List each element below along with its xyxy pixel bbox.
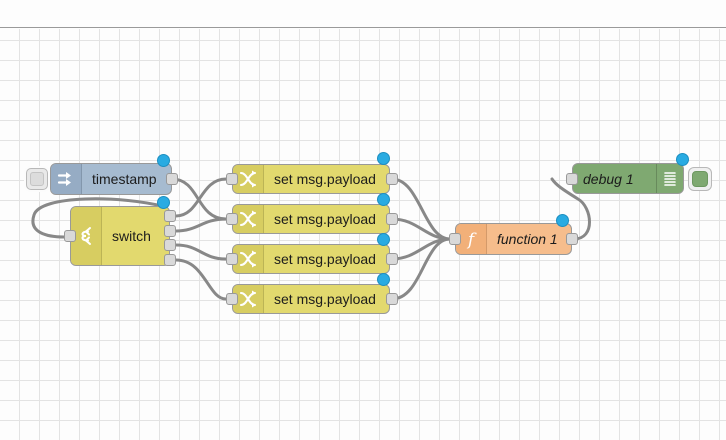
wire-change1-to-function xyxy=(390,177,452,241)
debug-toggle-button-inner xyxy=(692,171,708,187)
inject-trigger-button-inner xyxy=(30,172,44,186)
switch-output-port-1[interactable] xyxy=(164,210,176,222)
node-function-1[interactable]: f function 1 xyxy=(455,223,572,255)
change-1-input-port[interactable] xyxy=(226,173,238,185)
debug-toggle-button[interactable] xyxy=(688,167,712,191)
node-function-1-label: function 1 xyxy=(497,231,558,247)
change-3-status-dot xyxy=(377,233,390,246)
function-input-port[interactable] xyxy=(449,233,461,245)
svg-text:f: f xyxy=(466,230,477,249)
node-change-1[interactable]: set msg.payload xyxy=(232,164,390,194)
flow-canvas[interactable]: timestamp switch xyxy=(0,29,726,440)
wire-change2-to-function xyxy=(390,217,452,241)
node-change-2[interactable]: set msg.payload xyxy=(232,204,390,234)
node-switch-label: switch xyxy=(112,228,151,244)
switch-output-port-3[interactable] xyxy=(164,239,176,251)
inject-arrow-icon xyxy=(51,164,82,194)
debug-input-port[interactable] xyxy=(566,173,578,185)
node-debug-1[interactable]: debug 1 xyxy=(572,163,684,194)
function-status-dot xyxy=(556,214,569,227)
node-inject-timestamp[interactable]: timestamp xyxy=(50,163,172,195)
node-change-1-label: set msg.payload xyxy=(274,171,376,187)
wire-switch3-to-change-3 xyxy=(174,243,228,261)
wire-switch1-to-change-1 xyxy=(174,177,228,218)
switch-output-port-4[interactable] xyxy=(164,254,176,266)
editor-header-strip xyxy=(0,0,726,28)
change-4-output-port[interactable] xyxy=(386,293,398,305)
wire-switch4-to-change-4 xyxy=(174,258,228,301)
wire-switch2-to-change-2 xyxy=(174,217,228,233)
wire-timestamp-to-change-2 xyxy=(170,177,228,221)
change-3-output-port[interactable] xyxy=(386,253,398,265)
change-4-input-port[interactable] xyxy=(226,293,238,305)
wire-change3-to-function xyxy=(390,237,452,261)
node-change-3-label: set msg.payload xyxy=(274,251,376,267)
change-3-input-port[interactable] xyxy=(226,253,238,265)
change-2-input-port[interactable] xyxy=(226,213,238,225)
function-f-icon: f xyxy=(456,224,487,254)
inject-trigger-button[interactable] xyxy=(26,168,48,190)
debug-status-dot xyxy=(676,153,689,166)
node-change-4[interactable]: set msg.payload xyxy=(232,284,390,314)
node-change-2-label: set msg.payload xyxy=(274,211,376,227)
switch-status-dot xyxy=(157,196,170,209)
change-swap-icon xyxy=(233,285,264,313)
change-1-output-port[interactable] xyxy=(386,173,398,185)
node-debug-1-label: debug 1 xyxy=(583,170,634,187)
change-swap-icon xyxy=(233,205,264,233)
change-2-status-dot xyxy=(377,193,390,206)
change-2-output-port[interactable] xyxy=(386,213,398,225)
node-change-4-label: set msg.payload xyxy=(274,291,376,307)
wire-change4-to-function xyxy=(390,237,452,301)
inject-output-port[interactable] xyxy=(166,173,178,185)
inject-status-dot xyxy=(157,154,170,167)
node-inject-label: timestamp xyxy=(92,171,157,187)
node-switch[interactable]: switch xyxy=(70,206,170,266)
change-swap-icon xyxy=(233,165,264,193)
function-output-port[interactable] xyxy=(566,233,578,245)
change-4-status-dot xyxy=(377,273,390,286)
change-swap-icon xyxy=(233,245,264,273)
node-change-3[interactable]: set msg.payload xyxy=(232,244,390,274)
change-1-status-dot xyxy=(377,152,390,165)
switch-output-port-2[interactable] xyxy=(164,225,176,237)
switch-branch-icon xyxy=(71,207,102,265)
debug-lines-icon xyxy=(656,164,683,193)
switch-input-port[interactable] xyxy=(64,230,76,242)
